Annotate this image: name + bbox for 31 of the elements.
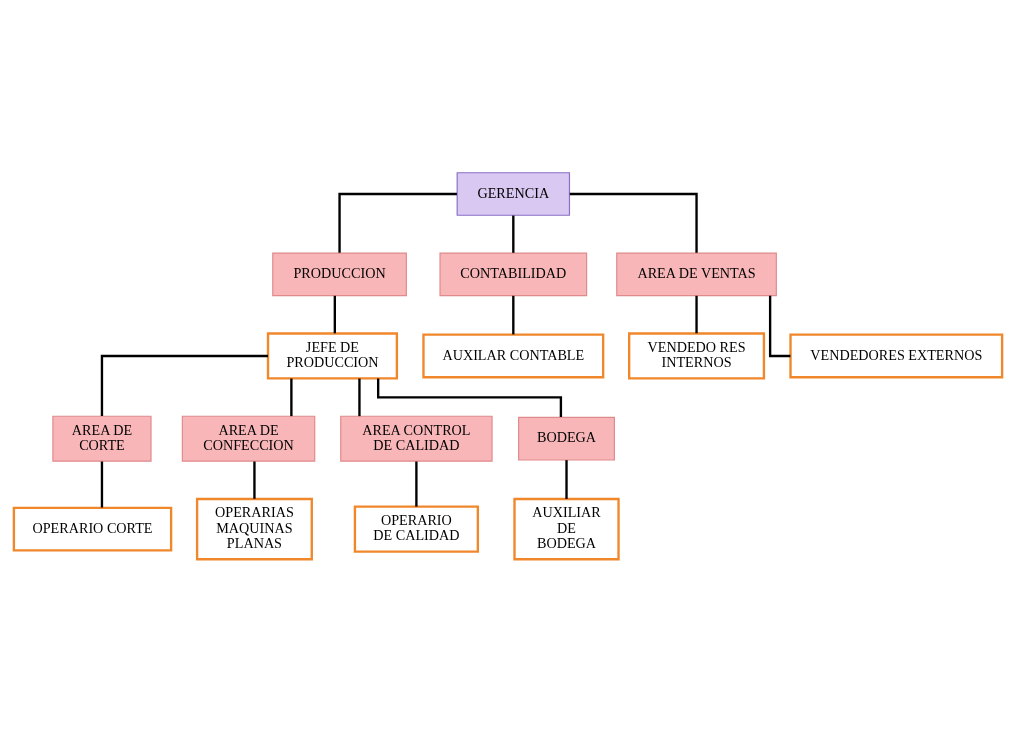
node-box: VENDEDO RES INTERNOS bbox=[628, 331, 766, 380]
connector bbox=[253, 461, 256, 499]
node-box: PRODUCCION bbox=[272, 252, 407, 296]
connector bbox=[569, 192, 698, 253]
connector bbox=[512, 295, 515, 334]
connector bbox=[415, 461, 418, 507]
node-box: VENDEDORES EXTERNOS bbox=[789, 333, 1004, 378]
node-box: BODEGA bbox=[518, 416, 615, 461]
connector bbox=[768, 295, 791, 357]
node-box: AREA DE CONFECCION bbox=[181, 415, 316, 462]
node-box: OPERARIAS MAQUINAS PLANAS bbox=[195, 497, 313, 560]
connector bbox=[100, 354, 268, 416]
node-box: AUXILIAR DE BODEGA bbox=[513, 497, 620, 560]
connector bbox=[695, 295, 698, 333]
node-box: CONTABILIDAD bbox=[439, 252, 588, 296]
connector bbox=[358, 378, 361, 416]
connector bbox=[100, 461, 104, 508]
connector bbox=[512, 215, 515, 253]
connector bbox=[377, 378, 563, 417]
node-box: OPERARIO DE CALIDAD bbox=[353, 505, 480, 553]
node-box: AUXILAR CONTABLE bbox=[422, 333, 605, 378]
node-box: OPERARIO CORTE bbox=[12, 506, 173, 552]
node-box: AREA DE CORTE bbox=[52, 415, 152, 462]
connector bbox=[290, 378, 293, 416]
node-box: AREA CONTROL DE CALIDAD bbox=[340, 415, 493, 462]
node-box: JEFE DE PRODUCCION bbox=[266, 331, 399, 380]
node-box: GERENCIA bbox=[456, 171, 571, 216]
node-box: AREA DE VENTAS bbox=[616, 252, 777, 296]
connector bbox=[333, 295, 336, 333]
connector bbox=[338, 192, 457, 253]
connector bbox=[565, 459, 568, 499]
